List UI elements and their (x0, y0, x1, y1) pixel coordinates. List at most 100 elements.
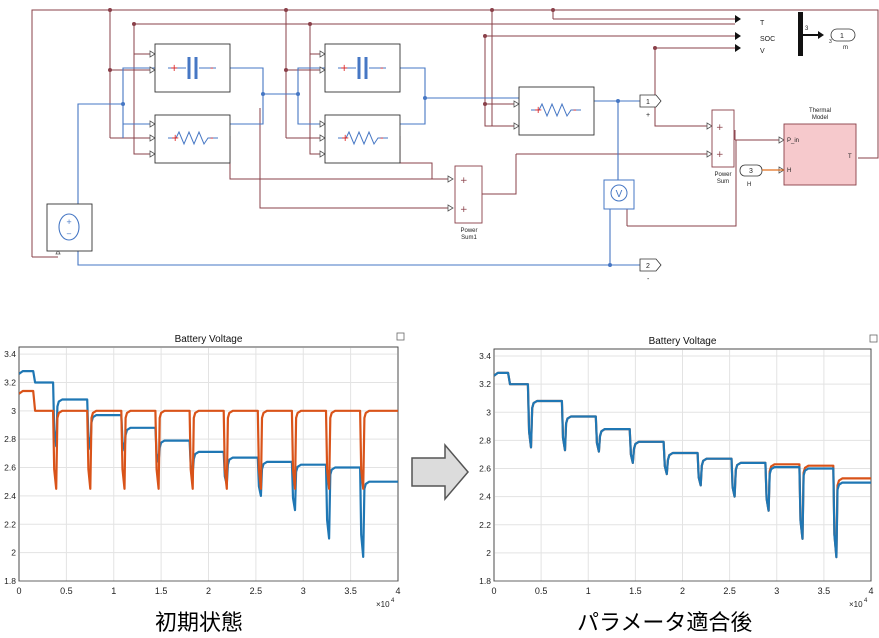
x-tick-label: 2 (206, 586, 211, 596)
power-sum-label-line1: Power (714, 172, 731, 178)
plot-frame (18, 346, 399, 582)
x-tick-label: 0.5 (535, 586, 548, 596)
bus-label-t: T (760, 20, 765, 27)
y-tick-label: 2.8 (479, 435, 491, 445)
x-tick-label: 3 (301, 586, 306, 596)
resistor-block-1[interactable] (154, 114, 231, 164)
svg-text:-: - (210, 63, 214, 74)
x-tick-label: 2 (680, 586, 685, 596)
figure-menu-icon[interactable] (396, 332, 405, 341)
svg-text:+: + (341, 133, 349, 144)
svg-text:-: - (210, 133, 214, 144)
out-port-minus-number: 2 (646, 263, 650, 270)
power-sum-block[interactable] (711, 109, 735, 168)
capacitor-icon: + - (168, 57, 216, 79)
plus-sign-icon: + (716, 150, 724, 160)
plus-sign-icon: + (460, 205, 468, 215)
x-exponent-label: ×10 (849, 600, 863, 609)
resistor-block-2[interactable] (324, 114, 401, 164)
voltmeter-icon (610, 184, 628, 202)
x-tick-label: 0.5 (60, 586, 73, 596)
x-tick-label: 4 (395, 586, 400, 596)
x-tick-label: 0 (16, 586, 21, 596)
in-port-h-number: 3 (749, 168, 753, 175)
in-port-h-label: H (747, 182, 751, 188)
out-port-plus-sign: + (646, 112, 650, 119)
y-tick-label: 2 (11, 548, 16, 558)
x-tick-label: 1.5 (155, 586, 168, 596)
svg-text:-: - (380, 63, 384, 74)
x-exponent-power: 4 (864, 598, 868, 604)
y-tick-label: 2.4 (479, 492, 491, 502)
voltage-source-plus: + (66, 218, 72, 226)
svg-text:+: + (171, 133, 179, 144)
out-port-m[interactable] (830, 28, 856, 42)
out-port-plus[interactable] (639, 94, 662, 108)
x-tick-label: 1 (111, 586, 116, 596)
x-tick-label: 3 (774, 586, 779, 596)
out-port-minus[interactable] (639, 258, 662, 272)
caption-initial: 初期状態 (155, 611, 244, 636)
simulink-diagram: T SOC V 3 1 m 3 + - + - (31, 8, 879, 283)
resistor-icon: + - (168, 130, 218, 146)
y-tick-label: 3 (11, 406, 16, 416)
thermal-port-t: T (848, 154, 852, 160)
y-tick-label: 2 (486, 548, 491, 558)
capacitor-block-2[interactable] (324, 43, 401, 93)
x-exponent-label: ×10 (376, 600, 390, 609)
y-tick-label: 2.6 (479, 464, 491, 474)
plot-frame (493, 348, 872, 582)
voltage-source-minus: − (66, 230, 72, 238)
y-tick-label: 2.6 (4, 463, 16, 473)
mux-input-arrows (735, 15, 824, 52)
plus-sign-icon: + (716, 123, 724, 133)
y-tick-label: 3 (486, 407, 491, 417)
out-port-m-label: m (843, 45, 848, 51)
resistor-block-r0[interactable] (518, 86, 595, 136)
y-tick-label: 1.8 (4, 576, 16, 586)
x-tick-label: 1.5 (629, 586, 642, 596)
svg-text:+: + (534, 105, 542, 116)
out-port-minus-sign: - (647, 276, 650, 283)
y-tick-label: 2.4 (4, 491, 16, 501)
signal-wires (31, 9, 879, 258)
out-port-m-width: 3 (829, 39, 832, 45)
mux-width-label: 3 (805, 26, 809, 32)
thermal-port-p-in: P_in (787, 138, 799, 144)
chart-title: Battery Voltage (175, 334, 243, 345)
y-tick-label: 2.8 (4, 434, 16, 444)
x-tick-label: 4 (868, 586, 873, 596)
bus-label-v: V (760, 48, 765, 55)
x-tick-label: 3.5 (344, 586, 357, 596)
capacitor-block-1[interactable] (154, 43, 231, 93)
resistor-icon: + - (338, 130, 388, 146)
svg-text:-: - (573, 105, 577, 116)
x-tick-label: 2.5 (723, 586, 736, 596)
out-port-plus-number: 1 (646, 99, 650, 106)
mux-block[interactable] (798, 12, 803, 56)
y-tick-label: 3.2 (479, 379, 491, 389)
x-tick-label: 1 (586, 586, 591, 596)
svg-text:+: + (170, 63, 178, 74)
x-tick-label: 2.5 (250, 586, 263, 596)
voltage-source-icon (58, 213, 80, 241)
plus-sign-icon: + (460, 176, 468, 186)
thermal-model-block[interactable] (783, 123, 857, 186)
x-exponent-power: 4 (391, 598, 395, 604)
x-tick-label: 0 (491, 586, 496, 596)
caption-fitted: パラメータ適合後 (577, 611, 753, 636)
capacitor-icon: + - (338, 57, 386, 79)
electrical-junctions (121, 92, 620, 267)
power-sum1-block[interactable] (454, 165, 483, 224)
svg-text:-: - (380, 133, 384, 144)
figure-menu-icon[interactable] (869, 334, 878, 343)
chart-title: Battery Voltage (649, 336, 717, 347)
y-tick-label: 3.4 (479, 351, 491, 361)
signal-junctions (108, 8, 657, 106)
y-tick-label: 1.8 (479, 576, 491, 586)
port-arrows (55, 50, 785, 255)
